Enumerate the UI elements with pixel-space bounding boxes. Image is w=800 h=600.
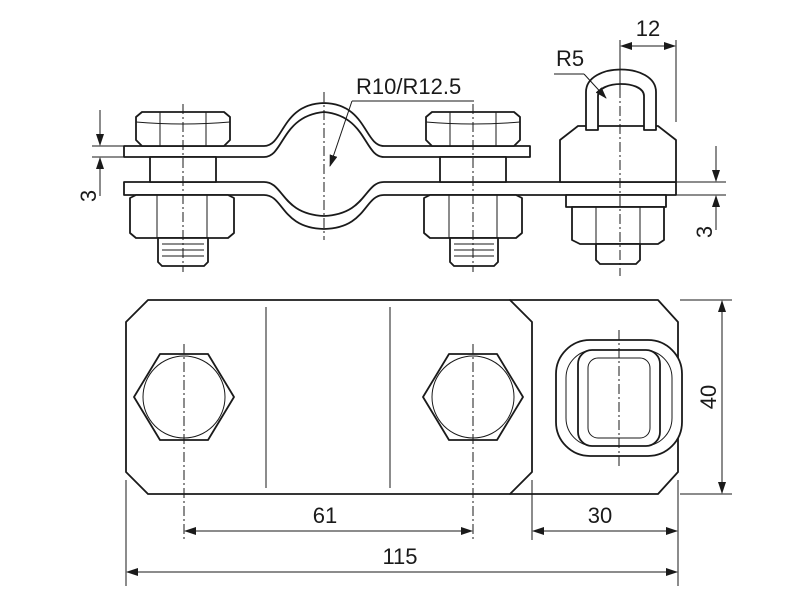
dim-hole-spacing: 61 — [313, 503, 337, 528]
lug-clamp — [559, 68, 677, 265]
dim-radius-clamp: R10/R12.5 — [356, 74, 461, 99]
left-hex-bolt — [133, 353, 235, 441]
dimensions: 12 R5 R10/R12.5 3 3 40 61 30 — [76, 16, 732, 586]
dim-total-length: 115 — [382, 544, 417, 569]
dim-strip-left: 3 — [76, 190, 101, 202]
dim-radius-small: R5 — [556, 46, 584, 71]
upper-strap — [123, 102, 531, 158]
left-bottom-nut — [129, 156, 235, 267]
dim-top-width: 12 — [636, 16, 660, 41]
dim-strip-right: 3 — [692, 226, 717, 238]
dim-lug-width: 30 — [588, 503, 612, 528]
side-view — [123, 68, 677, 276]
top-view — [125, 299, 683, 540]
dim-height: 40 — [696, 385, 721, 409]
